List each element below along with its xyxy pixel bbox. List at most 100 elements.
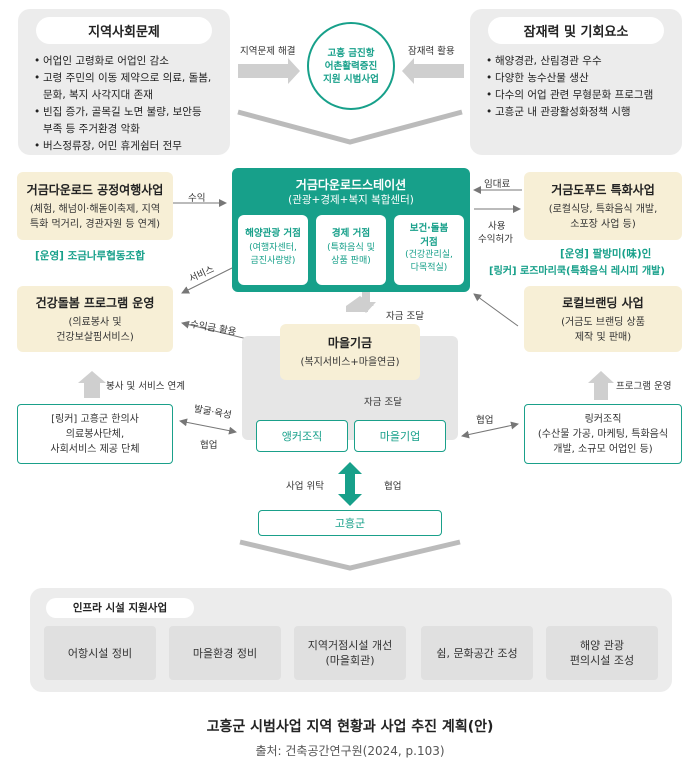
branding-title: 로컬브랜딩 사업 [562, 295, 644, 310]
linker-left-line: [링커] 고흥군 한의사 [51, 413, 139, 425]
infra-line: (마을회관) [325, 654, 375, 667]
branding-desc: (거금도 브랜딩 상품 [561, 316, 645, 328]
list-item: 버스정류장, 어민 휴게쉼터 전무 [34, 138, 211, 155]
linker-right-line: (수산물 가공, 마케팅, 특화음식 [537, 428, 669, 440]
funnel-chevron [237, 109, 463, 145]
sub-title: 보건·돌봄 [409, 223, 449, 234]
funnel-bottom [239, 539, 461, 571]
food-operator: [운영] 팔방미(味)인 [560, 248, 652, 260]
potential-panel: 잠재력 및 기회요소 해양경관, 산림경관 우수 다양한 농수산물 생산 다수의… [470, 9, 682, 155]
infra-item-hub: 지역거점시설 개선 (마을회관) [294, 626, 406, 680]
station-subtitle: (관광+경제+복지 복합센터) [288, 194, 414, 206]
health-title: 건강돌봄 프로그램 운영 [35, 295, 155, 310]
fund-title: 마을기금 [327, 336, 373, 350]
county-label: 고흥군 [334, 516, 366, 530]
food-title: 거금도푸드 특화사업 [551, 182, 655, 197]
food-desc: (로컬식당, 특화음식 개발, [548, 203, 658, 215]
arrow-down-station [356, 290, 376, 313]
project-line-2: 어촌활력증진 [324, 60, 378, 72]
fair-travel-operator: [운영] 조금나루협동조합 [35, 250, 145, 262]
list-item: 다양한 농수산물 생산 [486, 70, 653, 87]
fund-box: 마을기금 (복지서비스+마을연금) [280, 324, 420, 380]
fair-travel-desc: 특화 먹거리, 경관자원 등 연계) [29, 218, 161, 230]
sub-title-2: 거점 [420, 237, 438, 248]
sub-desc: (여행자센터, [249, 243, 297, 253]
linker-right-line: 링커조직 [584, 413, 622, 425]
infra-item-village-env: 마을환경 정비 [169, 626, 281, 680]
list-item: 부족 등 주거환경 악화 [43, 123, 140, 135]
branding-box: 로컬브랜딩 사업 (거금도 브랜딩 상품 제작 및 판매) [524, 286, 682, 352]
sub-desc: 금진사랑방) [250, 256, 296, 266]
linker-left-line: 사회서비스 제공 단체 [50, 443, 140, 455]
list-item: 다수의 어업 관련 무형문화 프로그램 [486, 87, 653, 104]
infra-line: 지역거점시설 개선 [307, 639, 393, 652]
arrow-up-health [78, 371, 106, 398]
sub-desc: 다목적실) [410, 263, 448, 273]
label-commission: 사업 위탁 [286, 481, 324, 492]
potential-title: 잠재력 및 기회요소 [488, 17, 664, 44]
problems-title: 지역사회문제 [36, 17, 212, 44]
health-box: 건강돌봄 프로그램 운영 (의료봉사 및 건강보살핌서비스) [17, 286, 173, 352]
sub-desc: (특화음식 및 [327, 243, 375, 253]
food-linker: [링커] 로즈마리쿡(특화음식 레시피 개발) [489, 266, 665, 277]
list-item: 어업인 고령화로 어업인 감소 [34, 53, 211, 70]
health-desc: 건강보살핌서비스) [56, 331, 134, 343]
label-revenue-share: 수익허가 [478, 234, 513, 245]
infra-title: 인프라 시설 지원사업 [46, 598, 194, 618]
fair-travel-box: 거금다운로드 공정여행사업 (체험, 해넘이·해돋이축제, 지역 특화 먹거리,… [17, 172, 173, 240]
project-line-3: 지원 시범사업 [323, 73, 379, 85]
station-sub-tourism: 해양관광 거점 (여행자센터, 금진사랑방) [238, 215, 308, 285]
infra-item-marine: 해양 관광 편의시설 조성 [546, 626, 658, 680]
problems-list: 어업인 고령화로 어업인 감소 고령 주민의 이동 제약으로 의료, 돌봄, 문… [34, 53, 211, 155]
station-sub-health: 보건·돌봄 거점 (건강관리실, 다목적실) [394, 215, 464, 285]
problems-panel: 지역사회문제 어업인 고령화로 어업인 감소 고령 주민의 이동 제약으로 의료… [18, 9, 230, 155]
station-sub-economy: 경제 거점 (특화음식 및 상품 판매) [316, 215, 386, 285]
arrow-potential-to-project [402, 58, 464, 84]
label-problem-resolve: 지역문제 해결 [240, 46, 296, 57]
label-cooperate-right: 협업 [476, 415, 494, 426]
village-corp-box: 마을기업 [354, 420, 446, 452]
label-cooperate-bottom: 협업 [384, 481, 402, 492]
label-program-run: 프로그램 운영 [616, 381, 672, 392]
label-fund-raise-2: 자금 조달 [364, 397, 402, 408]
linker-right-line: 개발, 소규모 어업인 등) [553, 443, 653, 455]
caption-source: 출처: 건축공간연구원(2024, p.103) [255, 744, 445, 758]
station-title: 거금다운로드스테이션 [295, 178, 407, 192]
sub-desc: (건강관리실, [405, 250, 453, 260]
label-volunteer-link: 봉사 및 서비스 연계 [106, 381, 185, 392]
health-desc: (의료봉사 및 [68, 316, 122, 328]
county-box: 고흥군 [258, 510, 442, 536]
village-corp-label: 마을기업 [379, 429, 421, 443]
label-potential-use: 잠재력 활용 [408, 46, 455, 57]
linker-left-line: 의료봉사단체, [65, 428, 125, 440]
sub-title: 해양관광 거점 [245, 228, 301, 239]
list-item: 고흥군 내 관광활성화정책 시행 [486, 104, 653, 121]
sub-title: 경제 거점 [331, 228, 371, 239]
list-item: 문화, 복지 사각지대 존재 [43, 89, 153, 101]
caption-title: 고흥군 시범사업 지역 현황과 사업 추진 계획(안) [206, 719, 494, 735]
arrow-up-branding [588, 371, 614, 400]
anchor-label: 앵커조직 [281, 429, 323, 443]
food-desc: 소포장 사업 등) [570, 218, 636, 230]
infra-line: 편의시설 조성 [569, 654, 635, 667]
linker-right-box: 링커조직 (수산물 가공, 마케팅, 특화음식 개발, 소규모 어업인 등) [524, 404, 682, 464]
label-cooperate-left: 협업 [200, 440, 218, 451]
label-revenue: 수익 [188, 193, 206, 204]
label-lease: 임대료 [484, 179, 511, 190]
list-item: 해양경관, 산림경관 우수 [486, 53, 653, 70]
arrow-county-anchor [338, 462, 362, 506]
potential-list: 해양경관, 산림경관 우수 다양한 농수산물 생산 다수의 어업 관련 무형문화… [486, 53, 653, 121]
label-use: 사용 [488, 221, 506, 232]
station-box: 거금다운로드스테이션 (관광+경제+복지 복합센터) 해양관광 거점 (여행자센… [232, 168, 470, 292]
list-item: 고령 주민의 이동 제약으로 의료, 돌봄, [34, 70, 211, 87]
infra-item-culture: 쉼, 문화공간 조성 [421, 626, 533, 680]
sub-desc: 상품 판매) [331, 256, 371, 266]
fair-travel-title: 거금다운로드 공정여행사업 [26, 182, 164, 197]
arrow-problem-to-project [238, 58, 300, 84]
branding-desc: 제작 및 판매) [574, 331, 632, 343]
food-box: 거금도푸드 특화사업 (로컬식당, 특화음식 개발, 소포장 사업 등) [524, 172, 682, 240]
project-line-1: 고흥 금진항 [327, 47, 375, 59]
fair-travel-desc: (체험, 해넘이·해돋이축제, 지역 [29, 203, 161, 215]
label-fund-raise-1: 자금 조달 [386, 311, 424, 322]
